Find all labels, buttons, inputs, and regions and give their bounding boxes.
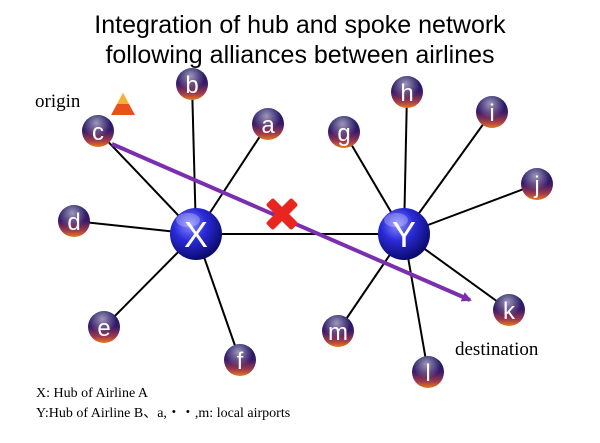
spoke-a: a xyxy=(252,108,284,140)
spoke-d: d xyxy=(58,205,90,237)
spoke-b: b xyxy=(176,68,208,100)
spoke-g-label: g xyxy=(337,120,350,147)
spoke-e-label: e xyxy=(97,315,110,342)
spoke-m-label: m xyxy=(328,319,348,346)
spoke-f-label: f xyxy=(237,348,244,375)
spoke-h-label: h xyxy=(400,80,413,107)
spoke-k-label: k xyxy=(503,298,516,325)
spoke-e: e xyxy=(88,311,120,343)
spoke-j-label: j xyxy=(533,172,539,199)
origin-label: origin xyxy=(35,91,81,112)
spoke-i-label: i xyxy=(489,100,494,127)
spoke-g: g xyxy=(328,116,360,148)
spoke-l-label: l xyxy=(425,360,430,387)
legend: X: Hub of Airline A Y:Hub of Airline B、a… xyxy=(36,384,290,424)
destination-label: destination xyxy=(455,339,539,360)
spoke-k: k xyxy=(493,294,525,326)
title-line-2: following alliances between airlines xyxy=(105,41,495,69)
spoke-f: f xyxy=(224,344,256,376)
spoke-m: m xyxy=(322,315,354,347)
hub-x: X xyxy=(170,208,222,260)
origin-triangle-icon xyxy=(111,93,135,115)
spoke-j: j xyxy=(521,168,553,200)
legend-line-1: X: Hub of Airline A xyxy=(36,386,148,401)
diagram-title: Integration of hub and spoke network fol… xyxy=(0,10,600,70)
spoke-d-label: d xyxy=(67,209,80,236)
spoke-i: i xyxy=(476,96,508,128)
spoke-h: h xyxy=(391,76,423,108)
legend-line-2: Y:Hub of Airline B、a,・・,m: local airport… xyxy=(36,406,291,421)
title-line-1: Integration of hub and spoke network xyxy=(94,11,506,39)
hub-y: Y xyxy=(378,208,430,260)
hub-x-label: X xyxy=(184,214,208,255)
spoke-b-label: b xyxy=(185,72,198,99)
spoke-c-label: c xyxy=(92,119,104,146)
blocked-cross-icon xyxy=(266,198,298,230)
spoke-a-label: a xyxy=(261,112,275,139)
spoke-l: l xyxy=(412,356,444,388)
spoke-c: c xyxy=(82,115,114,147)
hub-y-label: Y xyxy=(392,214,416,255)
